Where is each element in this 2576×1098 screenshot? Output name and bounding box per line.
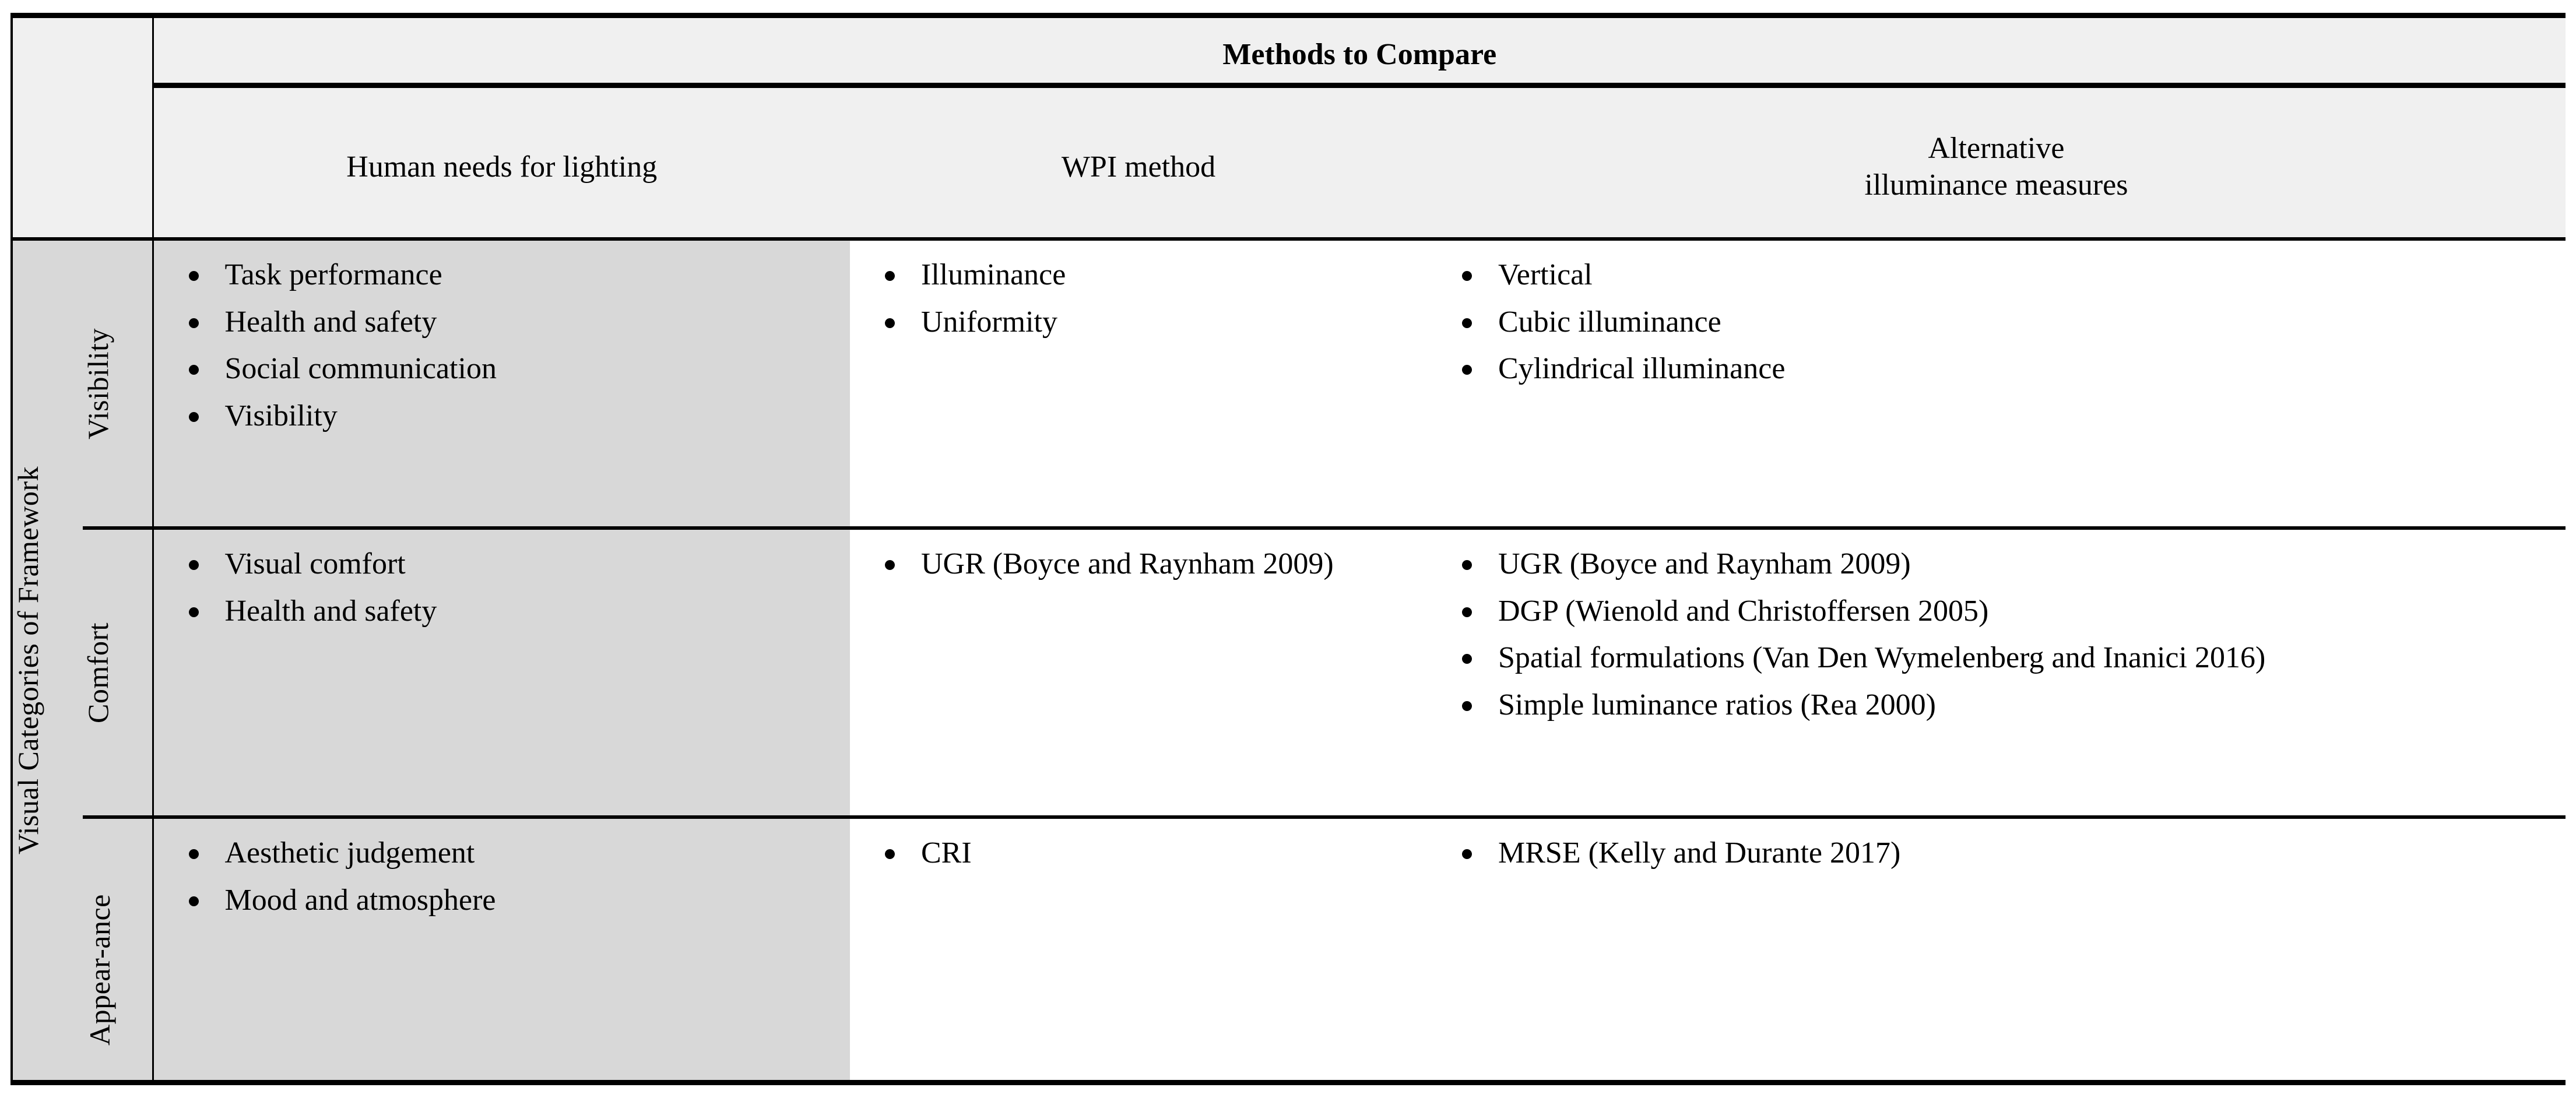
row-category-appearance: Appear-ance (83, 815, 154, 1080)
list-item: Simple luminance ratios (Rea 2000) (1454, 686, 2553, 725)
list-item: Cubic illuminance (1454, 303, 2553, 342)
list-item: Uniformity (877, 303, 1414, 342)
list-item: Illuminance (877, 256, 1414, 295)
spine-label-text: Visual Categories of Framework (12, 466, 44, 855)
table-row-appearance: Appear-ance Aesthetic judgement Mood and… (13, 815, 2566, 1080)
list-appearance-human-needs: Aesthetic judgement Mood and atmosphere (154, 819, 851, 935)
list-item: Spatial formulations (Van Den Wymelenber… (1454, 639, 2553, 678)
cell-visibility-human-needs: Task performance Health and safety Socia… (153, 237, 851, 529)
list-comfort-human-needs: Visual comfort Health and safety (154, 530, 851, 646)
table-row-comfort: Comfort Visual comfort Health and safety… (13, 526, 2566, 818)
row-category-comfort-label: Comfort (82, 622, 114, 723)
row-category-comfort: Comfort (82, 526, 154, 818)
list-comfort-wpi-method: UGR (Boyce and Raynham 2009) (850, 530, 1427, 599)
header-group-row: Methods to Compare (13, 18, 2566, 240)
cell-appearance-alternative-measures: MRSE (Kelly and Durante 2017) (1427, 815, 2566, 1080)
methods-to-compare-title: Methods to Compare (153, 29, 2566, 89)
cell-comfort-alternative-measures: UGR (Boyce and Raynham 2009) DGP (Wienol… (1427, 526, 2566, 818)
list-comfort-alternative-measures: UGR (Boyce and Raynham 2009) DGP (Wienol… (1427, 530, 2566, 740)
cell-visibility-wpi-method: Illuminance Uniformity (850, 237, 1427, 529)
list-item: Visibility (181, 397, 838, 436)
alternative-line-2: illuminance measures (1864, 168, 2128, 202)
cell-comfort-wpi-method: UGR (Boyce and Raynham 2009) (850, 526, 1427, 818)
methods-comparison-table: Methods to Compare Human needs for light… (12, 18, 2566, 1080)
list-item: Social communication (181, 350, 838, 389)
spine-label-visual-categories: Visual Categories of Framework (12, 237, 83, 1080)
column-header-human-needs: Human needs for lighting (153, 98, 850, 241)
row-category-visibility-label: Visibility (82, 328, 114, 439)
column-header-wpi-method: WPI method (850, 98, 1427, 241)
list-item: Visual comfort (181, 545, 838, 584)
list-visibility-wpi-method: Illuminance Uniformity (850, 241, 1427, 357)
list-appearance-wpi-method: CRI (850, 819, 1427, 888)
list-item: Health and safety (181, 303, 838, 342)
cell-visibility-alternative-measures: Vertical Cubic illuminance Cylindrical i… (1427, 237, 2566, 529)
row-category-appearance-label: Appear-ance (83, 894, 116, 1046)
row-category-visibility: Visibility (82, 237, 154, 529)
column-header-alternative-measures: Alternative illuminance measures (1427, 98, 2566, 241)
list-item: Cylindrical illuminance (1454, 350, 2553, 389)
list-item: UGR (Boyce and Raynham 2009) (877, 545, 1414, 584)
list-visibility-alternative-measures: Vertical Cubic illuminance Cylindrical i… (1427, 241, 2566, 404)
list-item: Mood and atmosphere (181, 881, 838, 920)
list-item: UGR (Boyce and Raynham 2009) (1454, 545, 2553, 584)
list-item: Health and safety (181, 592, 838, 631)
list-item: Task performance (181, 256, 838, 295)
list-item: Aesthetic judgement (181, 834, 838, 873)
cell-comfort-human-needs: Visual comfort Health and safety (153, 526, 851, 818)
header-columns-row: Human needs for lighting WPI method Alte… (13, 98, 2566, 241)
header-spine-blank (13, 18, 154, 240)
list-appearance-alternative-measures: MRSE (Kelly and Durante 2017) (1427, 819, 2566, 888)
cell-appearance-wpi-method: CRI (850, 815, 1427, 1080)
table-row-visibility: Visual Categories of Framework Visibilit… (12, 237, 2566, 1080)
header-group-cell: Methods to Compare (153, 18, 2566, 99)
cell-appearance-human-needs: Aesthetic judgement Mood and atmosphere (153, 815, 851, 1080)
comparison-table: Methods to Compare Human needs for light… (10, 13, 2566, 1085)
list-visibility-human-needs: Task performance Health and safety Socia… (154, 241, 851, 451)
list-item: DGP (Wienold and Christoffersen 2005) (1454, 592, 2553, 631)
list-item: MRSE (Kelly and Durante 2017) (1454, 834, 2553, 873)
list-item: CRI (877, 834, 1414, 873)
list-item: Vertical (1454, 256, 2553, 295)
alternative-line-1: Alternative (1928, 131, 2065, 165)
